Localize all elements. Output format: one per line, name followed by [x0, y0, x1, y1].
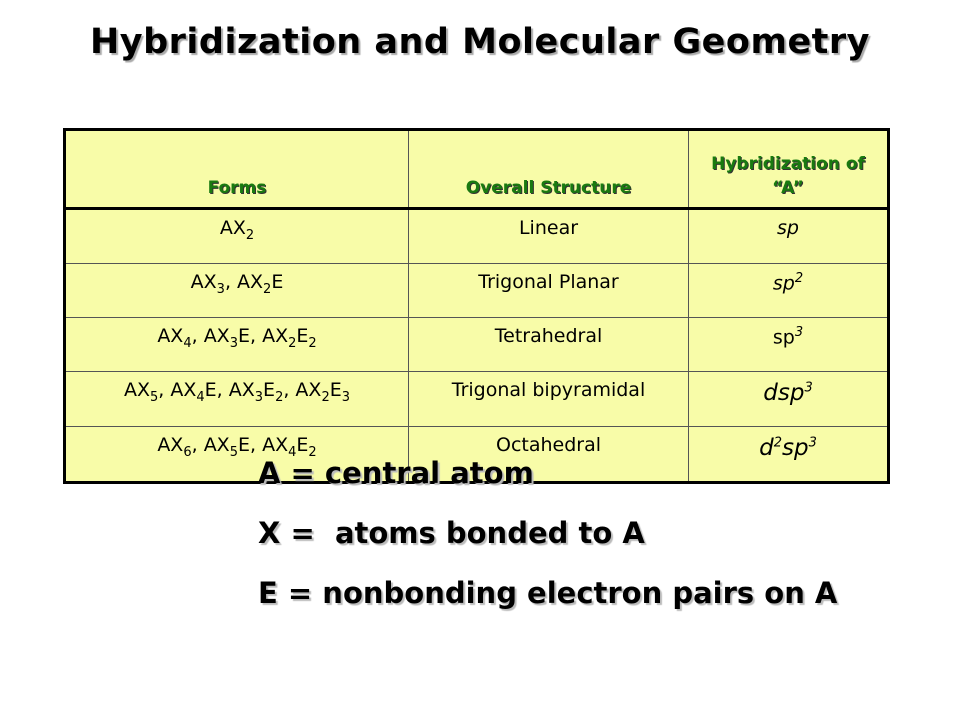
subscript: 2 [308, 444, 317, 460]
subscript: 4 [196, 389, 205, 405]
header-hybridization: Hybridization of “A” [688, 129, 889, 210]
cell-hybridization: d2sp3 [688, 426, 889, 483]
hybridization-table: Forms Overall Structure Hybridization of… [63, 128, 890, 484]
text-segment: E, AX [237, 434, 289, 456]
text-segment: E [329, 379, 342, 401]
cell-structure: Trigonal Planar [408, 263, 689, 318]
text-segment: dsp [763, 380, 805, 406]
text-segment: , AX [191, 325, 230, 347]
text-segment: d [759, 435, 774, 461]
cell-forms: AX6, AX5E, AX4E2 [64, 426, 409, 483]
cell-forms: AX3, AX2E [64, 263, 409, 318]
text-segment: sp [782, 435, 809, 461]
text-segment: E [296, 434, 309, 456]
subscript: 4 [288, 444, 297, 460]
cell-forms: AX4, AX3E, AX2E2 [64, 317, 409, 372]
superscript: 2 [773, 435, 782, 451]
cell-hybridization: dsp3 [688, 371, 889, 427]
subscript: 2 [275, 389, 284, 405]
subscript: 3 [341, 389, 351, 405]
text-segment: AX [157, 325, 184, 347]
table-header-row: Forms Overall Structure Hybridization of… [64, 129, 889, 210]
legend-e: E = nonbonding electron pairs on A [258, 576, 838, 610]
text-segment: sp [777, 217, 799, 239]
superscript: 2 [794, 271, 804, 286]
superscript: 3 [804, 380, 813, 396]
cell-structure: Trigonal bipyramidal [408, 371, 689, 427]
text-segment: E, AX [204, 379, 255, 401]
subscript: 2 [308, 335, 317, 351]
subscript: 5 [150, 389, 159, 405]
subscript: 3 [254, 389, 264, 405]
text-segment: , AX [191, 434, 230, 456]
superscript: 3 [794, 325, 804, 340]
subscript: 2 [263, 281, 272, 297]
text-segment: E [296, 325, 309, 347]
text-segment: sp [772, 326, 795, 349]
cell-structure: Tetrahedral [408, 317, 689, 372]
text-segment: , AX [283, 379, 322, 401]
text-segment: E, AX [237, 325, 289, 347]
cell-hybridization: sp2 [688, 263, 889, 318]
subscript: 2 [245, 227, 255, 243]
cell-forms: AX2 [64, 208, 409, 264]
cell-structure: Linear [408, 208, 689, 264]
cell-forms: AX5, AX4E, AX3E2, AX2E3 [64, 371, 409, 427]
legend-x: X = atoms bonded to A [258, 516, 645, 550]
superscript: 3 [808, 435, 817, 451]
subscript: 2 [288, 335, 297, 351]
subscript: 3 [216, 281, 225, 297]
text-segment: AX [157, 434, 184, 456]
cell-hybridization: sp [688, 208, 889, 264]
cell-structure: Octahedral [408, 426, 689, 483]
subscript: 5 [229, 444, 238, 460]
header-hybridization-label: Hybridization of “A” [711, 154, 865, 199]
subscript: 3 [229, 335, 238, 351]
subscript: 2 [321, 389, 330, 405]
subscript: 6 [183, 444, 192, 460]
header-overall-structure: Overall Structure [408, 129, 689, 210]
text-segment: AX [123, 379, 150, 401]
text-segment: , AX [158, 379, 197, 401]
header-forms: Forms [64, 129, 409, 210]
slide-title: Hybridization and Molecular Geometry [90, 22, 870, 62]
text-segment: AX [190, 271, 217, 293]
text-segment: sp [772, 272, 795, 295]
cell-hybridization: sp3 [688, 317, 889, 372]
subscript: 4 [183, 335, 192, 351]
text-segment: E [263, 379, 276, 401]
text-segment: , AX [224, 271, 264, 293]
text-segment: E [271, 271, 284, 293]
legend-a: A = central atom [258, 456, 534, 490]
text-segment: AX [219, 217, 246, 239]
